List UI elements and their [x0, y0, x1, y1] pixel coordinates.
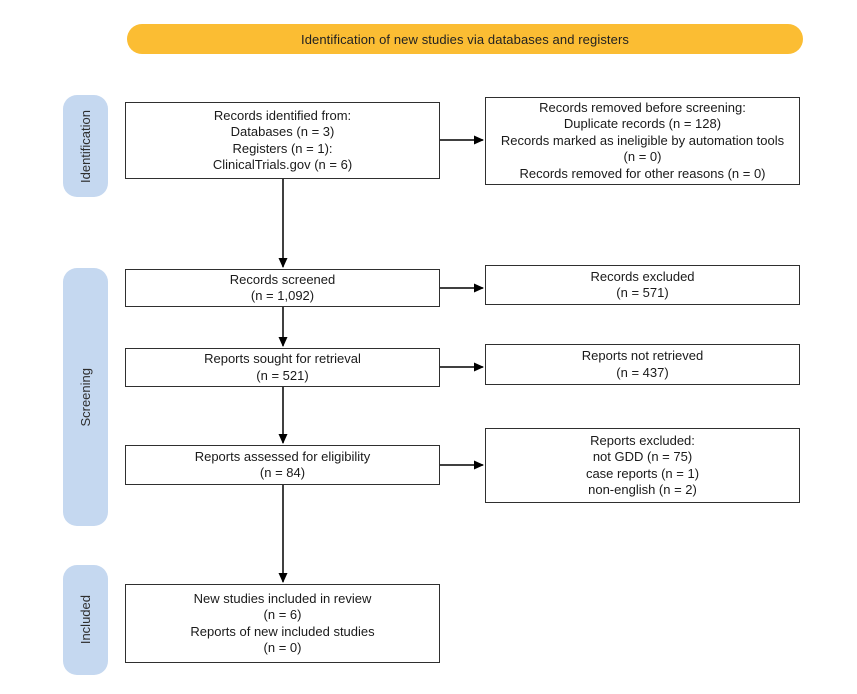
- box-line: Records removed before screening:: [539, 99, 746, 115]
- box-records-identified: Records identified from: Databases (n = …: [125, 102, 440, 179]
- box-line: Registers (n = 1):: [232, 140, 333, 156]
- box-line: Reports excluded:: [590, 432, 695, 448]
- box-line: Records removed for other reasons (n = 0…: [519, 165, 766, 181]
- box-line: (n = 521): [256, 367, 309, 383]
- box-line: New studies included in review: [193, 590, 372, 606]
- box-line: Records identified from:: [213, 107, 352, 123]
- box-reports-not-retrieved: Reports not retrieved (n = 437): [485, 344, 800, 385]
- box-line: Reports not retrieved: [581, 348, 704, 363]
- box-line: Duplicate records (n = 128): [563, 116, 722, 132]
- box-line: (n = 0): [263, 640, 302, 655]
- box-line: not GDD (n = 75): [592, 449, 693, 464]
- box-line: case reports (n = 1): [585, 465, 700, 481]
- box-line: (n = 571): [616, 285, 669, 300]
- box-line: (n = 84): [259, 465, 306, 480]
- box-line: Records screened: [229, 271, 336, 287]
- box-line: Reports assessed for eligibility: [194, 448, 371, 464]
- box-line: Records marked as ineligible by automati…: [500, 132, 785, 165]
- box-records-removed: Records removed before screening: Duplic…: [485, 97, 800, 185]
- box-line: Reports of new included studies: [190, 623, 375, 639]
- box-line: (n = 1,092): [250, 288, 315, 303]
- box-records-screened: Records screened (n = 1,092): [125, 269, 440, 307]
- box-reports-assessed: Reports assessed for eligibility (n = 84…: [125, 445, 440, 485]
- stage-label-identification-text: Identification: [78, 109, 93, 183]
- box-line: non-english (n = 2): [588, 482, 697, 497]
- diagram-title-banner: Identification of new studies via databa…: [127, 24, 803, 54]
- box-line: (n = 437): [616, 364, 669, 380]
- box-line: Records excluded: [590, 268, 695, 284]
- box-line: Databases (n = 3): [230, 124, 335, 139]
- stage-label-screening: Screening: [63, 268, 108, 526]
- box-reports-sought: Reports sought for retrieval (n = 521): [125, 348, 440, 387]
- stage-label-screening-text: Screening: [78, 367, 93, 427]
- stage-label-included: Included: [63, 565, 108, 675]
- stage-label-included-text: Included: [78, 595, 93, 645]
- box-reports-excluded: Reports excluded: not GDD (n = 75) case …: [485, 428, 800, 503]
- stage-label-identification: Identification: [63, 95, 108, 197]
- diagram-title: Identification of new studies via databa…: [300, 31, 629, 47]
- box-line: ClinicalTrials.gov (n = 6): [212, 157, 353, 172]
- box-new-studies-included: New studies included in review (n = 6) R…: [125, 584, 440, 663]
- box-records-excluded: Records excluded (n = 571): [485, 265, 800, 305]
- box-line: Reports sought for retrieval: [204, 351, 361, 366]
- box-line: (n = 6): [263, 607, 302, 622]
